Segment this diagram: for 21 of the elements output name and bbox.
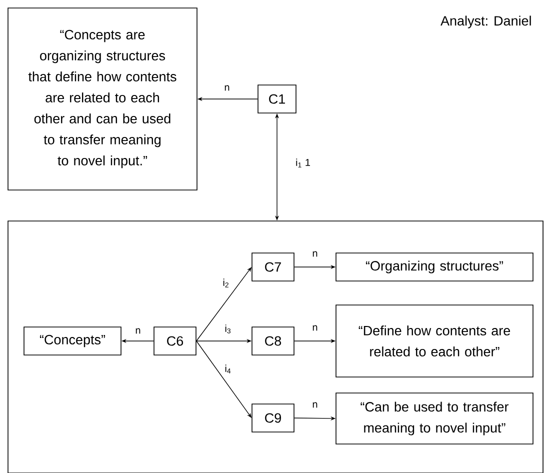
concept-box: C9 bbox=[252, 404, 294, 432]
edge-label: n bbox=[311, 324, 319, 332]
quote-box: “Can be used to transfer meaning to novel input” bbox=[336, 392, 534, 444]
edge-label: n bbox=[223, 84, 231, 92]
quote-box: “Organizing structures” bbox=[336, 252, 534, 282]
edge-label: i$_{1}$ 1 bbox=[294, 158, 312, 168]
edge-label: n bbox=[134, 327, 142, 335]
edge-label: n bbox=[311, 250, 319, 258]
quote-box: “Concepts are organizing structures that define how contents are related to each other and can be used to transfer meaning to novel input.” bbox=[8, 8, 198, 190]
edge-label: i$_{4}$ bbox=[224, 364, 232, 374]
edge-label: n bbox=[311, 401, 319, 409]
edge-label: i$_{2}$ bbox=[222, 278, 230, 288]
group-box bbox=[8, 220, 544, 473]
concept-box: C7 bbox=[252, 252, 294, 282]
quote-box: “Concepts” bbox=[24, 326, 122, 356]
concept-box: C1 bbox=[258, 84, 296, 114]
concept-box: C8 bbox=[252, 326, 294, 356]
analyst-note: Analyst: Daniel bbox=[440, 16, 531, 28]
edge-label: i$_{3}$ bbox=[224, 324, 232, 334]
concept-box: C6 bbox=[154, 326, 196, 356]
quote-box: “Define how contents are related to each other” bbox=[336, 304, 534, 378]
